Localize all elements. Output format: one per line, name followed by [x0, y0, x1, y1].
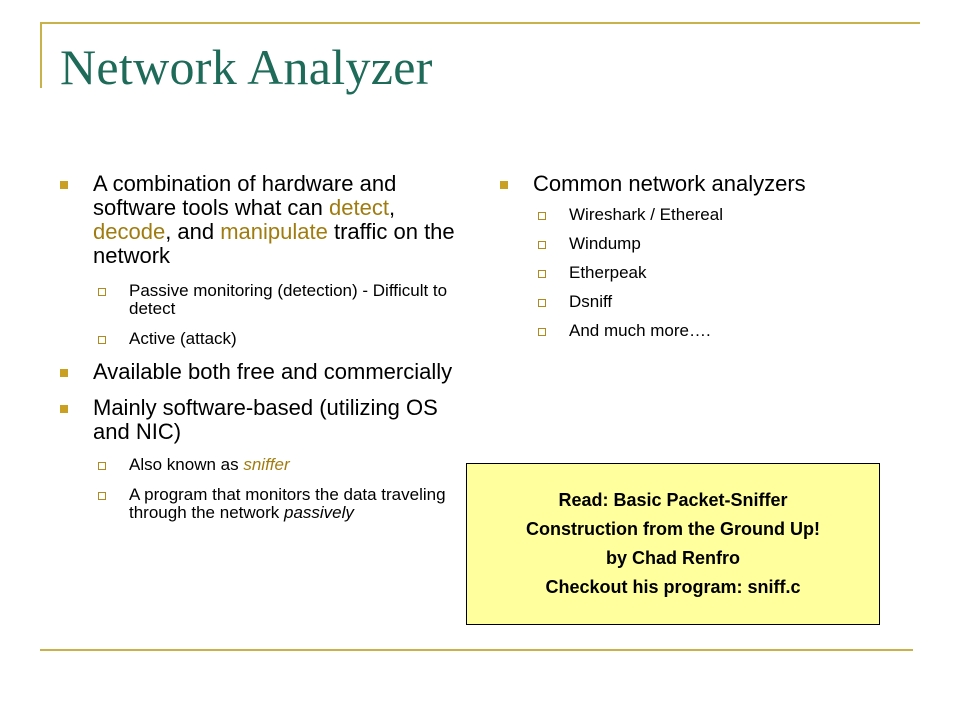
- highlight-sniffer: sniffer: [243, 455, 290, 474]
- separator: ,: [388, 195, 396, 220]
- analyzer-item: Wireshark / Ethereal: [536, 206, 900, 224]
- callout-line: Read: Basic Packet-Sniffer: [558, 490, 788, 510]
- analyzer-item: Windump: [536, 235, 900, 253]
- left-rule: [40, 22, 42, 88]
- analyzer-item: Dsniff: [536, 293, 900, 311]
- bullet-software-based: Mainly software-based (utilizing OS and …: [60, 396, 455, 444]
- bottom-rule: [40, 649, 913, 651]
- sub-bullet-active: Active (attack): [96, 330, 455, 348]
- analyzer-item: And much more….: [536, 322, 900, 340]
- separator: , and: [165, 219, 221, 244]
- slide-title: Network Analyzer: [60, 39, 433, 95]
- bullet-text: traffic on the network: [93, 219, 455, 268]
- bullet-available: Available both free and commercially: [60, 360, 455, 384]
- sub-bullet-text: A program that monitors the data traveli…: [129, 485, 446, 522]
- italic-passively: passively: [283, 503, 354, 522]
- sub-bullet-text: Also known as: [129, 455, 244, 474]
- sub-bullet-passive: Passive monitoring (detection) - Difficu…: [96, 282, 455, 318]
- bullet-text: A combination of hardware and software t…: [93, 171, 397, 220]
- sub-bullet-sniffer: Also known as sniffer: [96, 456, 455, 474]
- top-rule: [40, 22, 920, 24]
- sub-bullet-program: A program that monitors the data traveli…: [96, 486, 455, 522]
- bullet-combination: A combination of hardware and software t…: [60, 172, 455, 268]
- reading-callout-box: Read: Basic Packet-Sniffer Construction …: [466, 463, 880, 625]
- bullet-common-analyzers: Common network analyzers: [500, 172, 900, 196]
- highlight-manipulate: manipulate: [220, 219, 328, 244]
- callout-line: Construction from the Ground Up!: [526, 519, 820, 539]
- analyzer-item: Etherpeak: [536, 264, 900, 282]
- highlight-decode: decode: [93, 219, 166, 244]
- callout-line: by Chad Renfro: [605, 548, 740, 568]
- right-column: Common network analyzers Wireshark / Eth…: [500, 172, 900, 351]
- callout-line: Checkout his program: sniff.c: [545, 577, 801, 597]
- left-column: A combination of hardware and software t…: [60, 172, 455, 534]
- highlight-detect: detect: [329, 195, 389, 220]
